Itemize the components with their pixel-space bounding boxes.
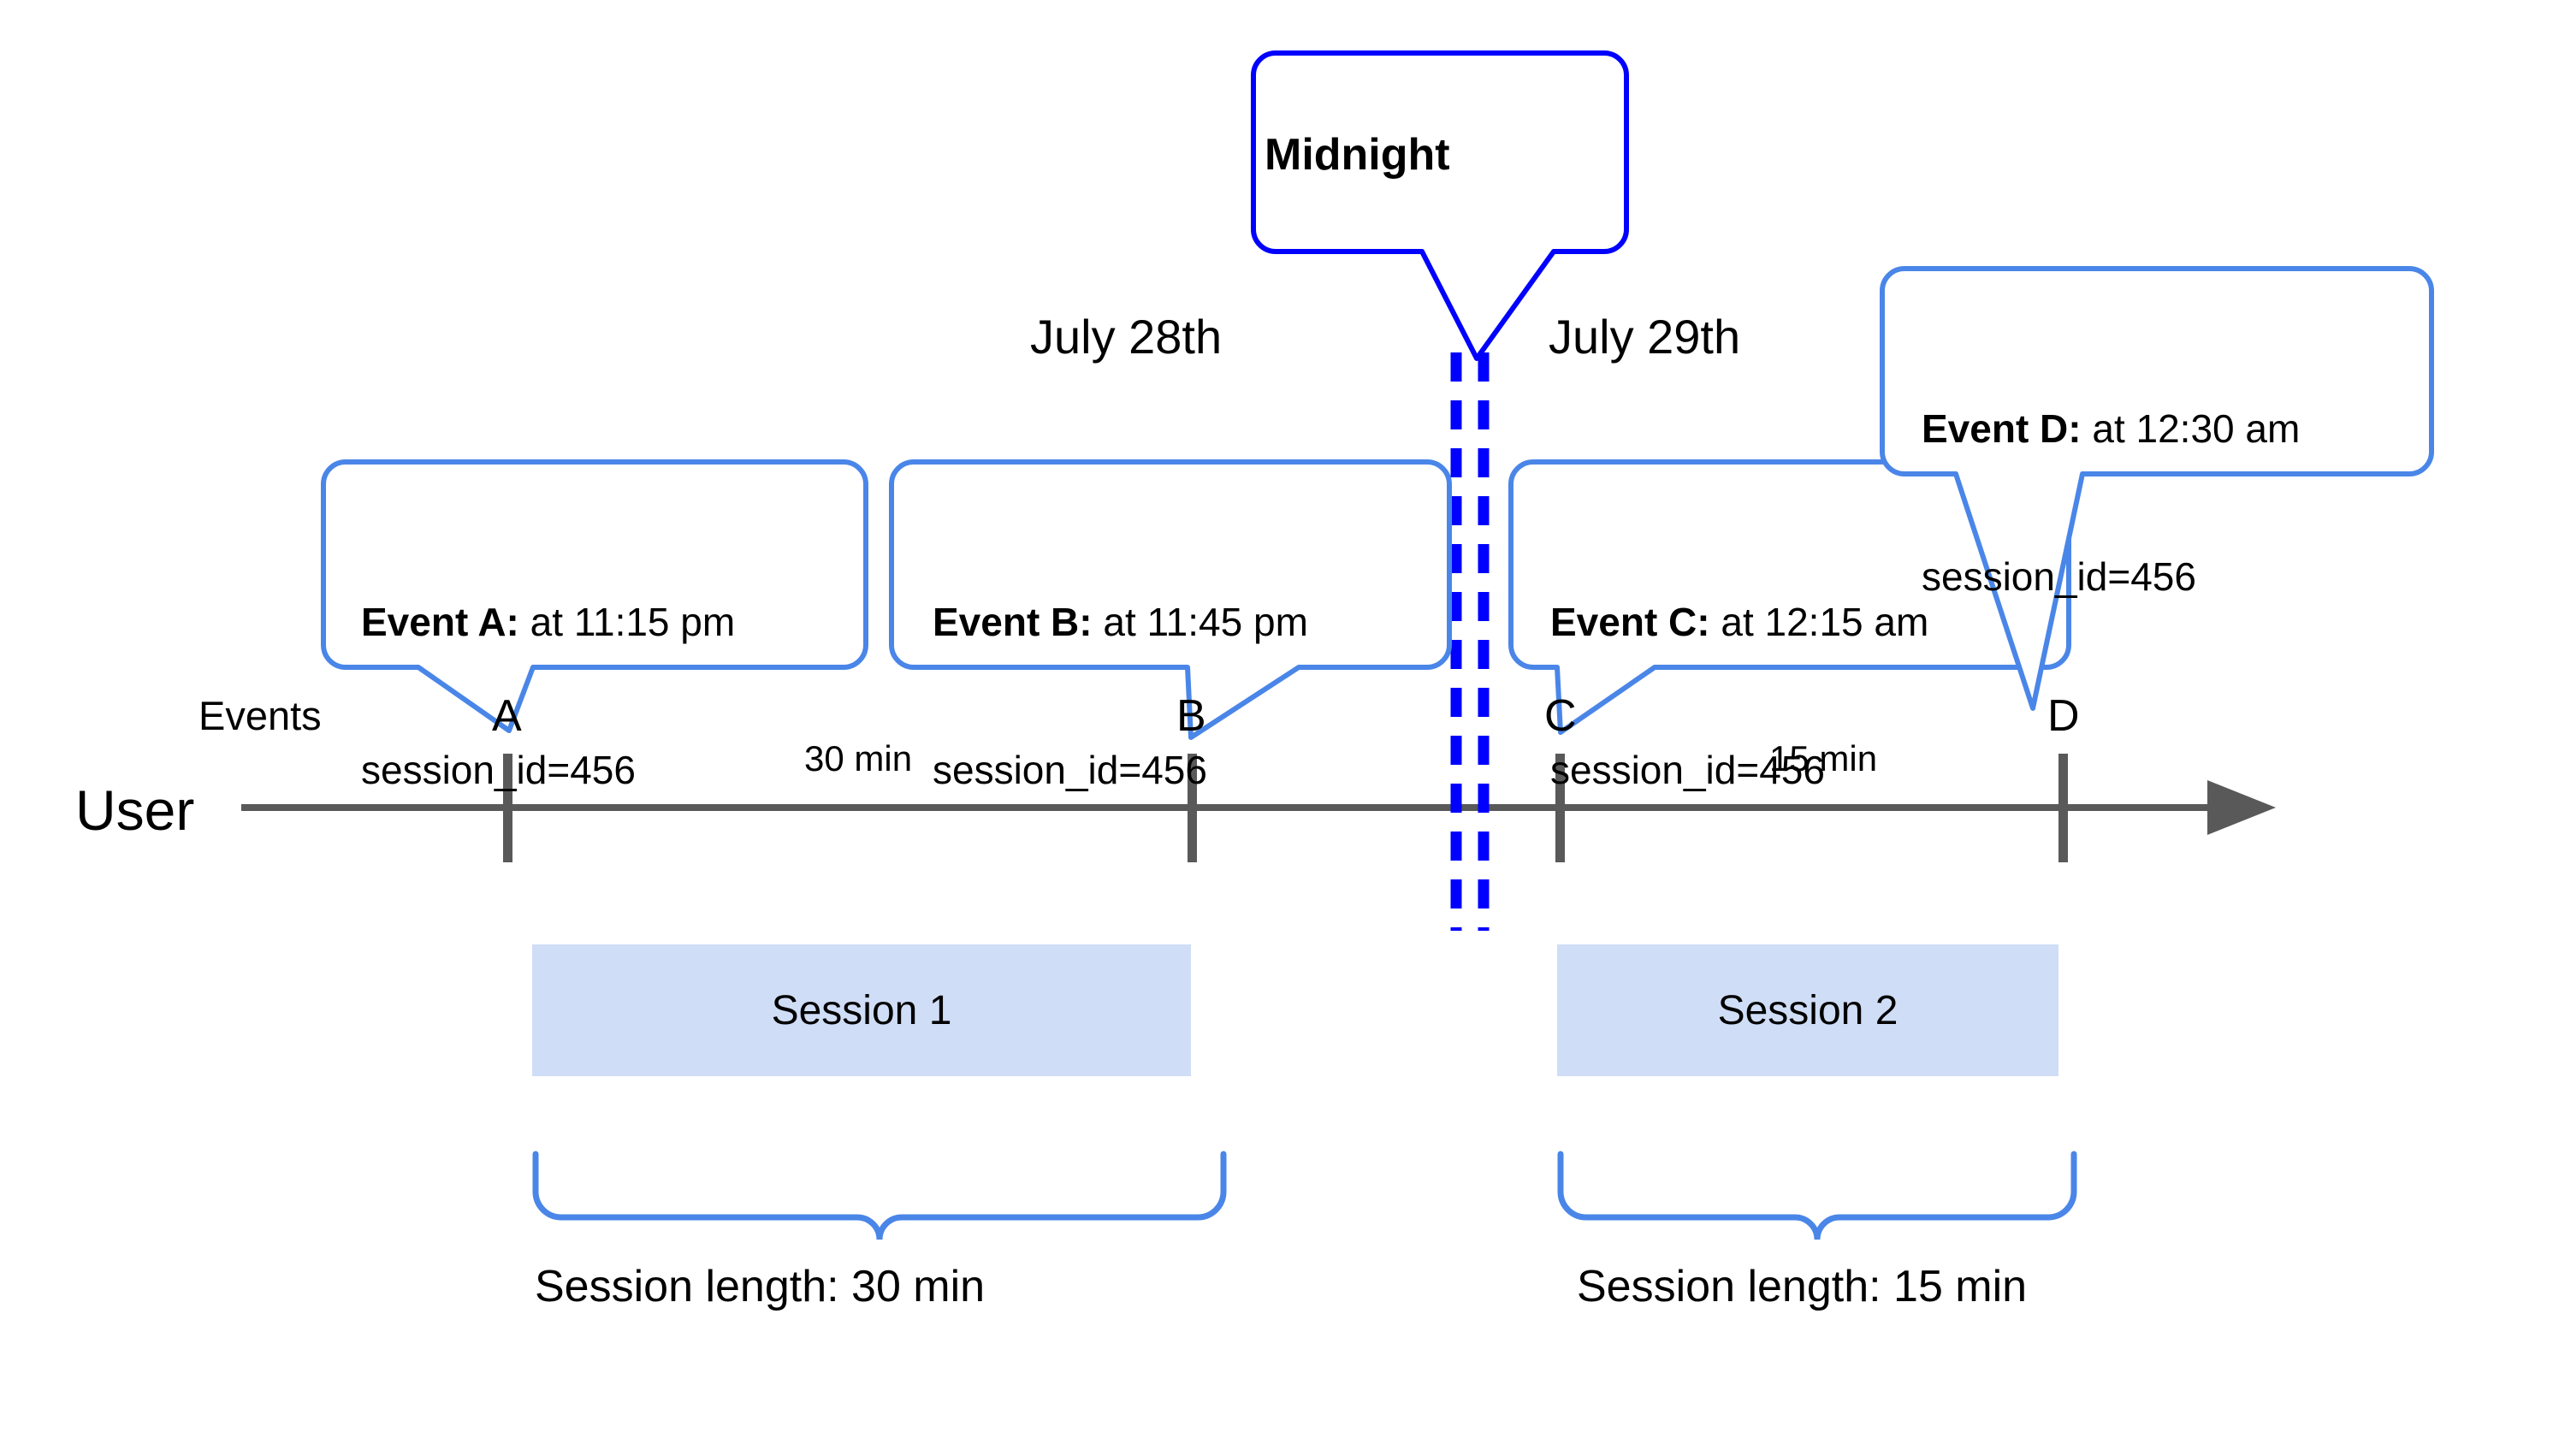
event-d-callout[interactable] [1880, 266, 2434, 711]
midnight-label: Midnight [1265, 130, 1450, 180]
event-c-time: at 12:15 am [1709, 600, 1929, 644]
session-2-length-label: Session length: 15 min [1577, 1262, 2028, 1311]
event-a-callout[interactable] [321, 459, 868, 733]
event-tick-label-a: A [492, 691, 522, 741]
session-2-bar[interactable] [1557, 944, 2058, 1076]
event-b-session-id: session_id=456 [933, 747, 1207, 792]
event-tick-label-c: C [1544, 691, 1577, 741]
tick-mark-c [1555, 754, 1565, 862]
event-d-session-id: session_id=456 [1922, 553, 2196, 599]
midnight-divider [1450, 352, 1490, 931]
event-a-text: Event A: at 11:15 pm session_id=456 [361, 500, 735, 893]
event-tick-label-b: B [1176, 691, 1206, 741]
row-label-events: Events [198, 693, 322, 738]
event-b-time: at 11:45 pm [1092, 600, 1308, 644]
session-1-length-label: Session length: 30 min [535, 1262, 986, 1311]
event-b-text: Event B: at 11:45 pm session_id=456 [933, 500, 1308, 893]
session-2-label: Session 2 [1717, 987, 1898, 1033]
session-2-brace [1557, 1151, 2077, 1240]
event-a-time: at 11:15 pm [518, 600, 736, 644]
event-c-text: Event C: at 12:15 am session_id=456 [1550, 500, 1928, 893]
event-a-session-id: session_id=456 [361, 747, 636, 792]
timeline-axis [241, 780, 2276, 835]
gap-label-15-min: 15 min [1769, 738, 1878, 778]
event-d-text: Event D: at 12:30 am session_id=456 [1922, 306, 2300, 700]
session-1-bar[interactable] [532, 944, 1191, 1076]
event-c-callout[interactable] [1508, 459, 2071, 735]
event-b-callout[interactable] [889, 459, 1452, 740]
event-c-title: Event C: [1550, 600, 1710, 644]
date-label-july-29: July 29th [1549, 310, 1741, 364]
date-label-july-28: July 28th [1030, 310, 1223, 364]
tick-mark-a [503, 754, 512, 862]
event-c-session-id: session_id=456 [1550, 747, 1825, 792]
midnight-callout[interactable] [1251, 50, 1629, 361]
session-1-brace [532, 1151, 1227, 1240]
tick-mark-b [1188, 754, 1197, 862]
event-b-title: Event B: [933, 600, 1093, 644]
event-tick-label-d: D [2047, 691, 2080, 741]
session-1-label: Session 1 [771, 987, 952, 1033]
event-d-time: at 12:30 am [2081, 406, 2301, 451]
row-label-user: User [75, 778, 195, 842]
gap-label-30-min: 30 min [804, 738, 913, 778]
event-d-title: Event D: [1922, 406, 2082, 451]
event-a-title: Event A: [361, 600, 519, 644]
tick-mark-d [2058, 754, 2068, 862]
